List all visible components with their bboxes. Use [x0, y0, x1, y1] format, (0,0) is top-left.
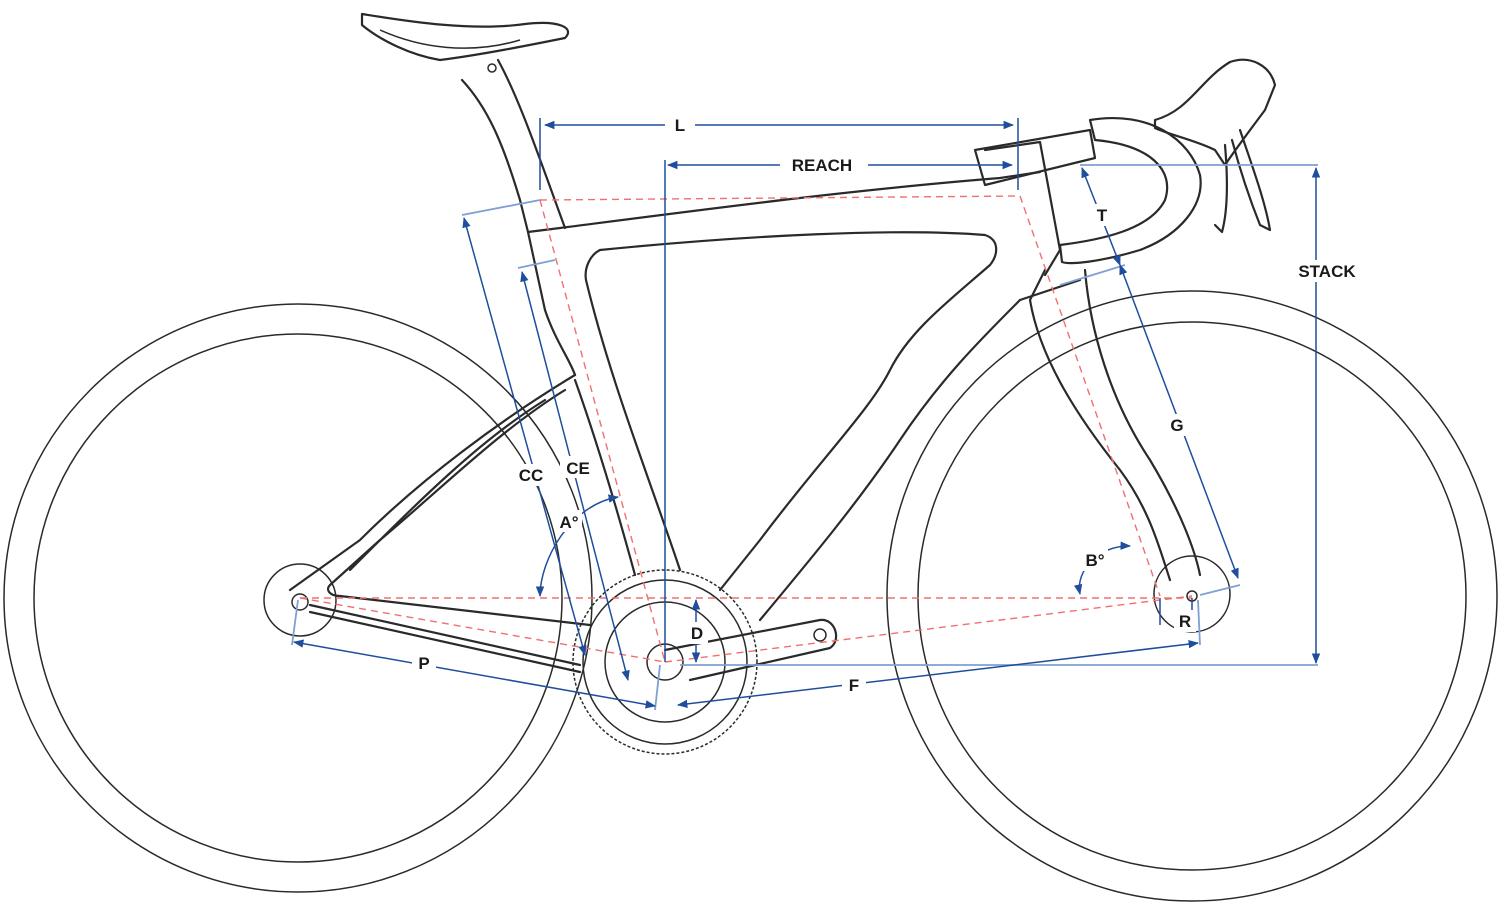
dimension-reach: REACH: [664, 153, 1318, 662]
dimension-stack: STACK: [680, 166, 1362, 666]
frame: [288, 58, 1202, 674]
dimension-CE: CE: [517, 259, 630, 682]
rear-wheel: [3, 303, 593, 893]
label-ce: CE: [566, 459, 590, 478]
label-t: T: [1097, 206, 1108, 225]
handlebar: [1058, 58, 1277, 265]
dimension-P: P: [291, 599, 661, 711]
label-cc: CC: [519, 466, 544, 485]
dimension-D: D: [686, 598, 708, 664]
label-stack: STACK: [1298, 262, 1356, 281]
label-reach: REACH: [792, 156, 852, 175]
label-r: R: [1179, 612, 1191, 631]
label-a: A°: [559, 513, 578, 532]
dimension-A-angle: A°: [535, 494, 620, 598]
label-g: G: [1170, 416, 1183, 435]
label-d: D: [691, 624, 703, 643]
dimension-T: T: [1059, 167, 1126, 286]
label-b: B°: [1085, 551, 1104, 570]
label-l: L: [675, 116, 685, 135]
dimension-L: L: [539, 113, 1019, 190]
saddle: [360, 12, 570, 73]
label-f: F: [849, 676, 859, 695]
dimension-CC: CC: [461, 199, 587, 657]
dimension-B-angle: B°: [1073, 541, 1132, 596]
dimension-R: R: [1159, 598, 1196, 632]
label-p: P: [418, 654, 429, 673]
dimension-G: G: [1119, 264, 1241, 596]
centerlines: [299, 195, 1193, 663]
dimension-F: F: [676, 599, 1201, 709]
